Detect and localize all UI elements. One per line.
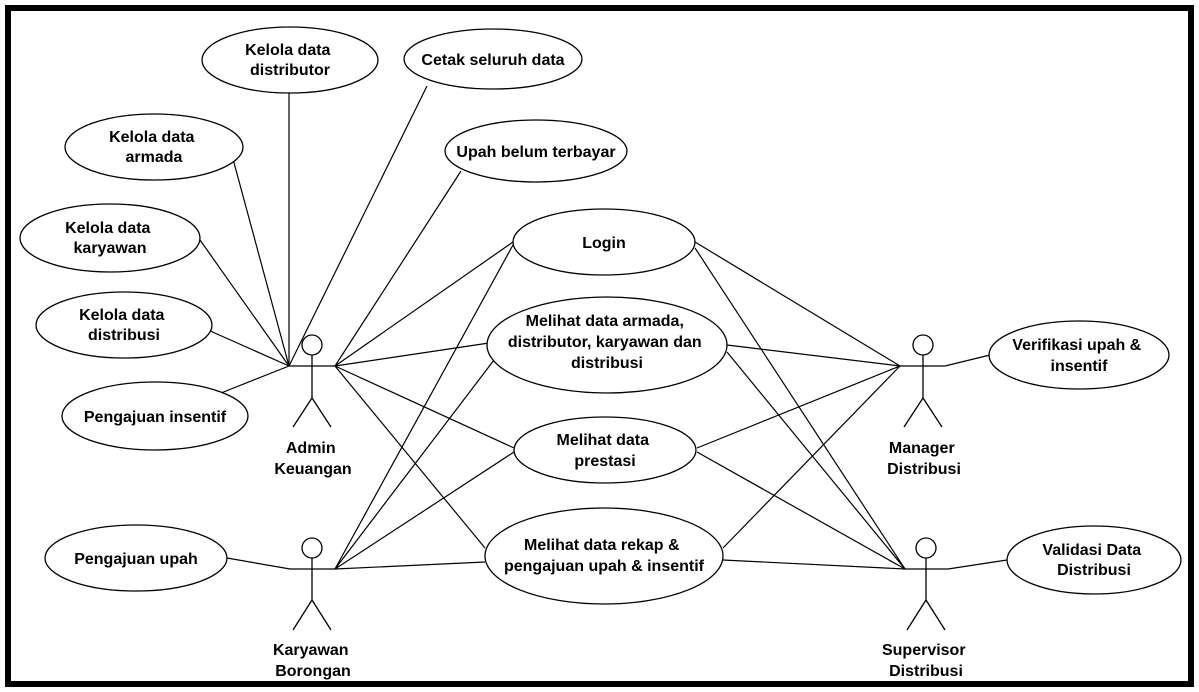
use-case-pengajuan-upah[interactable]: Pengajuan upah <box>44 524 228 592</box>
use-case-label: Kelola data armada <box>109 129 199 166</box>
assoc-supervisor-login <box>694 247 906 570</box>
assoc-karyawan-melihat-prestasi <box>334 451 515 570</box>
use-case-kelola-data-distributor[interactable]: Kelola data distributor <box>201 26 379 94</box>
assoc-admin-melihat-rekap <box>334 365 486 549</box>
use-case-label: Melihat data prestasi <box>557 432 654 470</box>
assoc-karyawan-melihat-data <box>334 359 495 570</box>
assoc-admin-kelola-karyawan <box>199 239 290 367</box>
assoc-supervisor-melihat-rekap <box>722 559 906 570</box>
use-case-label: Kelola data distribusi <box>79 307 169 344</box>
use-case-label: Validasi Data Distribusi <box>1042 542 1145 579</box>
use-case-label: Melihat data rekap & pengajuan upah & in… <box>504 537 705 575</box>
use-case-label: Kelola data karyawan <box>65 220 155 257</box>
use-case-label: Melihat data armada, distributor, karyaw… <box>508 313 706 372</box>
assoc-karyawan-pengajuan-upah <box>226 557 291 570</box>
use-case-melihat-data-prestasi[interactable]: Melihat data prestasi <box>513 416 697 484</box>
stick-figure-icon <box>290 537 335 631</box>
assoc-admin-melihat-data <box>334 342 490 367</box>
assoc-supervisor-melihat-prestasi <box>696 451 906 570</box>
assoc-admin-login <box>334 241 514 367</box>
use-case-pengajuan-insentif[interactable]: Pengajuan insentif <box>61 381 249 451</box>
assoc-karyawan-login <box>334 244 514 570</box>
use-case-label: Verifikasi upah & insentif <box>1012 337 1145 375</box>
use-case-kelola-data-distribusi[interactable]: Kelola data distribusi <box>35 291 213 359</box>
use-cases: Kelola data distributor Cetak seluruh da… <box>19 26 1182 605</box>
actor-admin-keuangan[interactable]: Admin Keuangan <box>274 334 352 478</box>
actor-karyawan-borongan[interactable]: Karyawan Borongan <box>273 537 353 680</box>
actor-label: Karyawan Borongan <box>273 642 353 680</box>
actor-supervisor-distribusi[interactable]: Supervisor Distribusi <box>882 537 970 680</box>
use-case-melihat-data-armada[interactable]: Melihat data armada, distributor, karyaw… <box>486 296 728 394</box>
associations <box>199 85 1008 570</box>
use-case-label: Login <box>582 235 626 252</box>
assoc-manager-verifikasi <box>944 354 991 367</box>
stick-figure-icon <box>289 334 335 428</box>
assoc-karyawan-melihat-rekap <box>334 561 486 570</box>
use-case-cetak-seluruh-data[interactable]: Cetak seluruh data <box>403 28 583 90</box>
actor-manager-distribusi[interactable]: Manager Distribusi <box>887 334 961 478</box>
assoc-manager-melihat-data <box>726 344 901 367</box>
diagram-frame <box>5 5 1194 687</box>
assoc-admin-kelola-armada <box>232 158 290 367</box>
use-case-validasi-data-distribusi[interactable]: Validasi Data Distribusi <box>1006 525 1182 595</box>
use-case-label: Kelola data distributor <box>245 42 335 79</box>
use-case-label: Pengajuan insentif <box>84 409 227 426</box>
use-case-label: Cetak seluruh data <box>421 52 564 69</box>
assoc-manager-login <box>694 241 901 367</box>
assoc-admin-cetak-data <box>288 85 428 367</box>
stick-figure-icon <box>905 537 948 631</box>
actor-label: Supervisor Distribusi <box>882 642 970 680</box>
actor-label: Manager Distribusi <box>887 440 961 478</box>
use-case-melihat-data-rekap[interactable]: Melihat data rekap & pengajuan upah & in… <box>484 507 724 605</box>
stick-figure-icon <box>900 334 945 428</box>
actor-label: Admin Keuangan <box>274 440 351 478</box>
use-case-kelola-data-armada[interactable]: Kelola data armada <box>64 113 244 181</box>
use-case-kelola-data-karyawan[interactable]: Kelola data karyawan <box>19 203 201 273</box>
assoc-supervisor-validasi <box>947 559 1008 570</box>
use-case-login[interactable]: Login <box>512 208 696 276</box>
use-case-label: Pengajuan upah <box>74 551 198 568</box>
use-case-verifikasi-upah-insentif[interactable]: Verifikasi upah & insentif <box>988 320 1170 390</box>
assoc-manager-melihat-rekap <box>722 365 901 549</box>
assoc-admin-pengajuan-insentif <box>220 365 290 394</box>
use-case-upah-belum-terbayar[interactable]: Upah belum terbayar <box>444 119 628 183</box>
assoc-admin-kelola-distribusi <box>207 329 290 367</box>
assoc-admin-upah-belum <box>334 170 462 367</box>
use-case-label: Upah belum terbayar <box>456 144 615 161</box>
assoc-supervisor-melihat-data <box>726 351 906 570</box>
